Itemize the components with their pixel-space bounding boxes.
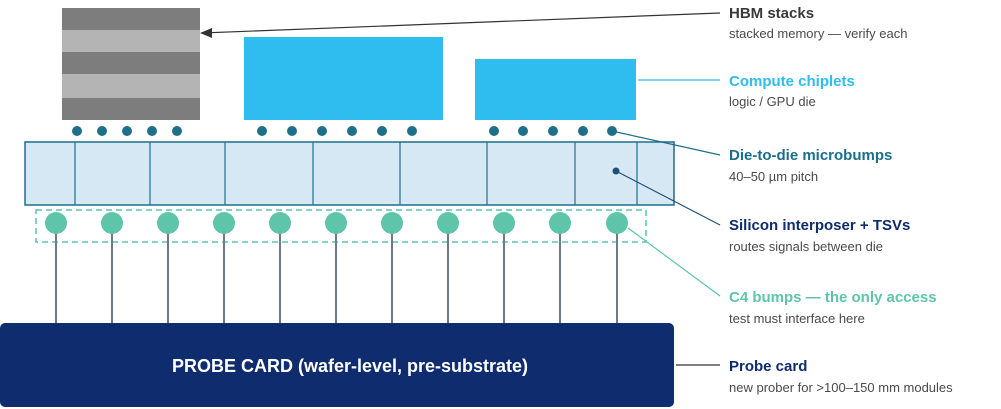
label-compute-title: Compute chiplets <box>729 73 855 90</box>
leader-interposer <box>615 170 721 226</box>
hbm-layer <box>62 98 200 120</box>
microbump <box>548 126 558 136</box>
probe-needles <box>55 233 618 323</box>
silicon-interposer <box>24 141 675 206</box>
microbump <box>122 126 132 136</box>
microbump <box>147 126 157 136</box>
label-d2d-subtitle: 40–50 µm pitch <box>729 169 818 184</box>
probe-card <box>0 323 674 407</box>
microbump <box>97 126 107 136</box>
microbump <box>518 126 528 136</box>
compute-chiplet <box>475 59 636 120</box>
hbm-layer <box>62 74 200 98</box>
c4-bump <box>493 212 515 234</box>
microbump <box>489 126 499 136</box>
c4-bump <box>381 212 403 234</box>
hbm-layer <box>62 52 200 74</box>
c4-bump <box>157 212 179 234</box>
leader-hbm-arrowhead <box>200 28 212 38</box>
leader-lines <box>200 12 721 366</box>
c4-bump <box>325 212 347 234</box>
leader-hbm <box>201 12 721 34</box>
label-interposer-title: Silicon interposer + TSVs <box>729 217 910 234</box>
leader-c4 <box>627 227 721 297</box>
label-probe-subtitle: new prober for >100–150 mm modules <box>729 380 953 395</box>
compute-chiplet <box>244 37 443 120</box>
label-c4-title: C4 bumps — the only access <box>729 289 937 306</box>
hbm-layer <box>62 30 200 52</box>
label-hbm-title: HBM stacks <box>729 5 814 22</box>
label-hbm-subtitle: stacked memory — verify each <box>729 26 907 41</box>
label-interposer-subtitle: routes signals between die <box>729 239 883 254</box>
c4-bump <box>269 212 291 234</box>
microbump <box>347 126 357 136</box>
microbump <box>377 126 387 136</box>
c4-bump <box>549 212 571 234</box>
label-probe-title: Probe card <box>729 358 807 375</box>
label-compute-subtitle: logic / GPU die <box>729 94 816 109</box>
label-c4-subtitle: test must interface here <box>729 311 865 326</box>
leader-interposer-dot <box>612 167 620 175</box>
microbump <box>578 126 588 136</box>
microbumps <box>72 126 617 136</box>
c4-bumps <box>45 212 628 234</box>
c4-highlight-box <box>35 209 647 243</box>
c4-bump <box>101 212 123 234</box>
microbump <box>257 126 267 136</box>
hbm-layer <box>62 8 200 30</box>
c4-bump <box>45 212 67 234</box>
microbump <box>407 126 417 136</box>
labels: HBM stacks stacked memory — verify each … <box>729 5 953 395</box>
leader-d2d <box>611 130 721 156</box>
probe-card-label: PROBE CARD (wafer-level, pre-substrate) <box>172 356 528 376</box>
microbump <box>317 126 327 136</box>
interposer-body <box>24 141 675 206</box>
hbm-stack <box>62 8 200 120</box>
microbump <box>72 126 82 136</box>
label-d2d-title: Die-to-die microbumps <box>729 147 892 164</box>
c4-bump <box>437 212 459 234</box>
microbump <box>172 126 182 136</box>
microbump <box>287 126 297 136</box>
c4-bump <box>213 212 235 234</box>
c4-bump <box>606 212 628 234</box>
